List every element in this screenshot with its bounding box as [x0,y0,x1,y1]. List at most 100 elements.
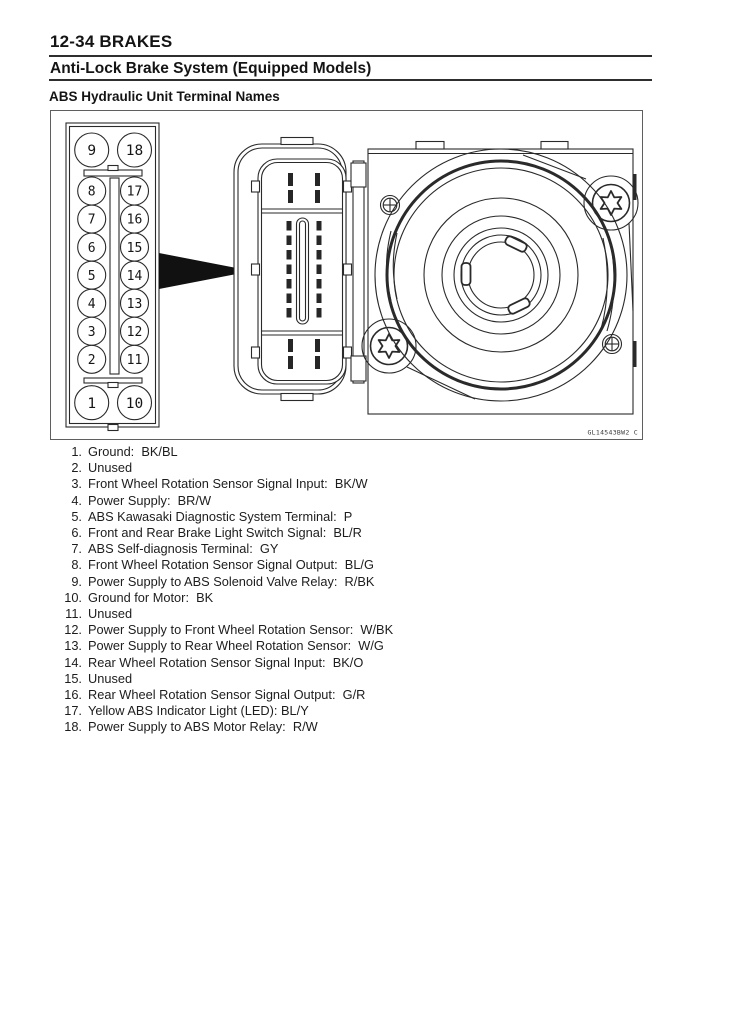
terminal-number: 8. [71,557,82,573]
figure-code: GL14543BW2 C [587,429,638,437]
terminal-number: 18. [64,719,82,735]
pin-14: 14 [119,260,150,290]
pin-9: 9 [74,132,110,168]
phillips-screw-top-left [379,194,401,216]
terminal-label: Yellow ABS Indicator Light (LED): BL/Y [88,703,309,719]
terminal-label: ABS Kawasaki Diagnostic System Terminal:… [88,508,353,524]
section-title: Anti-Lock Brake System (Equipped Models) [50,60,372,77]
pin-11: 11 [119,344,150,374]
terminal-label: Unused [88,460,133,476]
terminal-item: 15. Unused [55,671,393,687]
terminal-number: 10. [64,589,82,605]
svg-text:4: 4 [88,297,96,312]
svg-text:10: 10 [126,396,143,412]
terminal-item: 11. Unused [55,606,393,622]
terminal-item: 12.Power Supply to Front Wheel Rotation … [55,622,393,638]
pin-16: 16 [119,204,150,234]
svg-text:3: 3 [88,325,96,340]
terminal-label: Ground: BK/BL [88,444,178,459]
terminal-label: Ground for Motor: BK [88,589,214,605]
hydraulic-unit-drawing [233,136,639,415]
chapter-title: 12-34 BRAKES [50,32,173,51]
terminal-item: 3.Front Wheel Rotation Sensor Signal Inp… [55,476,393,492]
svg-text:1: 1 [87,396,96,412]
pointer-arrow-icon [159,253,252,289]
terminal-slots [286,173,322,369]
terminal-item: 2. Unused [55,460,393,476]
terminal-label: Unused [88,606,133,622]
svg-text:16: 16 [127,213,143,228]
terminal-number: 14. [64,654,82,670]
terminal-number: 13. [64,638,82,654]
terminal-number: 17. [64,703,82,719]
svg-text:13: 13 [127,297,143,312]
mounting-bracket [350,160,367,384]
terminal-item: 8. Front Wheel Rotation Sensor Signal Out… [55,557,393,573]
divider-rule [49,79,652,81]
pin-12: 12 [119,316,150,346]
torx-screw-top-right [583,175,639,231]
phillips-screw-bottom-right [601,333,623,355]
svg-text:17: 17 [127,185,143,200]
terminal-item: 18. Power Supply to ABS Motor Relay: R/W [55,719,393,735]
terminal-number: 15. [64,670,82,686]
terminal-number: 7. [71,541,82,557]
terminal-item: 14. Rear Wheel Rotation Sensor Signal Inp… [55,655,393,671]
terminal-item: 17. Yellow ABS Indicator Light (LED): BL/… [55,703,393,719]
svg-text:8: 8 [88,185,96,200]
terminal-label: Power Supply to ABS Solenoid Valve Relay… [88,573,375,589]
svg-text:14: 14 [127,269,143,284]
svg-text:11: 11 [127,353,143,368]
svg-text:18: 18 [126,143,143,159]
terminal-label: ABS Self-diagnosis Terminal: GY [88,541,279,557]
terminal-item: 1. Ground: BK/BL [55,444,393,460]
terminal-item: 13.Power Supply to Rear Wheel Rotation S… [55,638,393,654]
terminal-label: Unused [88,670,133,686]
terminal-label: Rear Wheel Rotation Sensor Signal Output… [88,687,366,703]
terminal-number: 9. [71,573,82,589]
terminal-item: 9. Power Supply to ABS Solenoid Valve Rel… [55,574,393,590]
terminal-number: 5. [71,508,82,524]
terminal-number: 12. [64,622,82,638]
terminal-number: 6. [71,525,82,541]
pin-13: 13 [119,288,150,318]
unit-body [367,140,637,415]
terminal-label: Power Supply to ABS Motor Relay: R/W [88,719,318,735]
terminal-label: Front and Rear Brake Light Switch Signal… [88,525,362,541]
pin-3: 3 [77,316,107,346]
pin-18: 18 [116,132,153,168]
terminal-label: Rear Wheel Rotation Sensor Signal Input:… [88,654,364,670]
terminal-item: 6. Front and Rear Brake Light Switch Sign… [55,525,393,541]
terminal-item: 4.Power Supply: BR/W [55,493,393,509]
divider-rule [49,55,652,57]
pin-8: 8 [77,176,107,206]
svg-text:12: 12 [127,325,143,340]
subsection-title: ABS Hydraulic Unit Terminal Names [49,89,280,104]
terminal-number: 1. [71,444,82,459]
pin-7: 7 [77,204,107,234]
pin-10: 10 [116,385,153,421]
svg-text:5: 5 [88,269,96,284]
svg-text:9: 9 [87,143,96,159]
svg-text:7: 7 [88,213,96,228]
terminal-label: Power Supply: BR/W [88,492,212,508]
torx-screw-bottom-left [361,318,417,374]
pin-15: 15 [119,232,150,262]
terminal-number: 2. [71,460,82,476]
pin-6: 6 [77,232,107,262]
terminal-item: 16. Rear Wheel Rotation Sensor Signal Out… [55,687,393,703]
terminal-item: 10. Ground for Motor: BK [55,590,393,606]
terminal-number: 3. [71,476,82,492]
pin-17: 17 [119,176,150,206]
pin-4: 4 [77,288,107,318]
terminal-number: 16. [64,687,82,703]
terminal-number: 11. [65,606,82,622]
hub-tabs [460,235,531,315]
terminal-label: Front Wheel Rotation Sensor Signal Outpu… [88,557,374,573]
svg-text:6: 6 [88,241,96,256]
